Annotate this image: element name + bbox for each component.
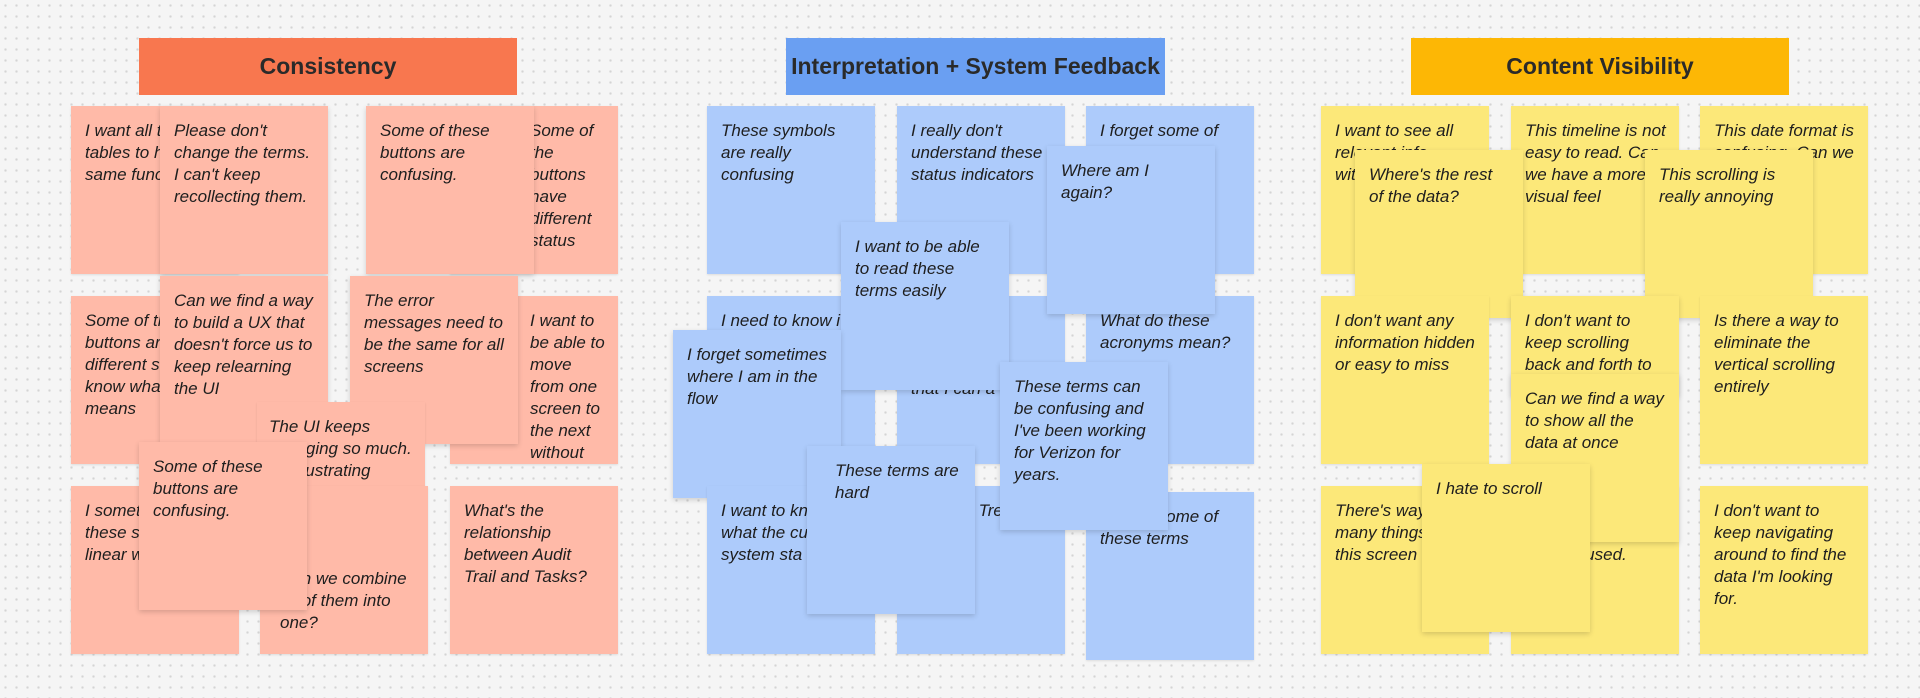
sticky-note[interactable]: Please don't change the terms. I can't k… — [160, 106, 328, 274]
sticky-note[interactable]: Where's the rest of the data? — [1355, 150, 1523, 318]
sticky-note[interactable]: Can we find a way to show all the data a… — [1511, 374, 1679, 542]
sticky-note[interactable]: What do these acronyms mean? — [1086, 296, 1254, 464]
sticky-note[interactable]: I hate to scroll — [1422, 464, 1590, 632]
sticky-note[interactable]: I forget sometimes where I am in the flo… — [673, 330, 841, 498]
sticky-note[interactable]: Where am I again? — [1047, 146, 1215, 314]
consistency-title: Consistency — [259, 53, 397, 79]
sticky-note[interactable]: These terms are hard — [807, 446, 975, 614]
sticky-note[interactable]: These terms can be confusing and I've be… — [1000, 362, 1168, 530]
sticky-note[interactable]: Can we find a way to build a UX that doe… — [160, 276, 328, 444]
visibility-title: Content Visibility — [1506, 53, 1694, 79]
sticky-note[interactable]: I don't want to keep navigating around t… — [1700, 486, 1868, 654]
visibility-header[interactable]: Content Visibility — [1411, 38, 1789, 95]
consistency-header[interactable]: Consistency — [139, 38, 517, 95]
sticky-note[interactable]: I don't want any information hidden or e… — [1321, 296, 1489, 464]
sticky-note[interactable]: This scrolling is really annoying — [1645, 150, 1813, 318]
sticky-note[interactable]: Is there a way to eliminate the vertical… — [1700, 296, 1868, 464]
interpretation-header[interactable]: Interpretation + System Feedback — [786, 38, 1165, 95]
sticky-note[interactable]: I want to be able to read these terms ea… — [841, 222, 1009, 390]
interpretation-title: Interpretation + System Feedback — [791, 53, 1160, 79]
sticky-note[interactable]: Some of these buttons are confusing. — [139, 442, 307, 610]
sticky-note[interactable]: What's the relationship between Audit Tr… — [450, 486, 618, 654]
sticky-note[interactable]: Some of these buttons are confusing. — [366, 106, 534, 274]
sticky-note[interactable]: I really don't understand these status i… — [897, 106, 1065, 274]
